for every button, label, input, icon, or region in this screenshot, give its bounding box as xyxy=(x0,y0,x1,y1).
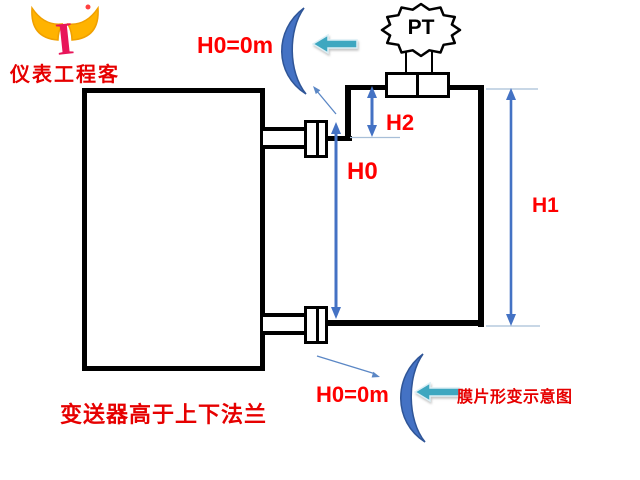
teal-arrow-top-icon xyxy=(312,33,358,55)
label-h0-equals-0m-top: H0=0m xyxy=(197,32,274,58)
label-h1: H1 xyxy=(532,194,559,217)
h0-dimension-arrow xyxy=(331,122,341,319)
pipe-bottom xyxy=(328,320,484,326)
upper-flange xyxy=(304,120,328,158)
pt-connector-left xyxy=(405,51,407,73)
pipe-right-vertical xyxy=(478,85,484,327)
h2-dimension-arrow xyxy=(367,86,377,137)
pointer-to-top-crescent xyxy=(313,86,337,115)
label-h2: H2 xyxy=(386,110,415,135)
teal-arrow-bottom-icon xyxy=(414,381,460,403)
upper-nozzle xyxy=(263,127,307,149)
logo-mark: I xyxy=(53,12,76,58)
note-diaphragm-deformation: 膜片形变示意图 xyxy=(457,387,573,406)
caption-transmitter-above-flanges: 变送器高于上下法兰 xyxy=(60,402,268,428)
label-h0-equals-0m-bottom: H0=0m xyxy=(316,382,389,407)
h1-dimension-arrow xyxy=(506,88,516,326)
pt-connector-right xyxy=(431,51,433,73)
pt-tag-label: PT xyxy=(407,16,435,39)
pipe-riser xyxy=(345,85,351,141)
label-h0: H0 xyxy=(347,158,378,185)
diaphragm-crescent-top-icon xyxy=(281,7,307,95)
diaphragm-crescent-bottom-icon xyxy=(400,353,426,443)
transmitter-body xyxy=(385,72,450,98)
brand-logo-icon: I xyxy=(31,4,99,58)
lower-nozzle xyxy=(263,313,307,335)
pointer-to-bottom-crescent xyxy=(316,355,380,378)
pipe-top-right xyxy=(448,85,484,90)
brand-text: 仪表工程客 xyxy=(10,62,120,86)
pipe-top-left xyxy=(345,85,387,90)
pipe-upper-link xyxy=(328,136,352,141)
tank-vessel xyxy=(82,88,265,371)
pt-instrument-bubble-icon xyxy=(380,2,462,58)
lower-flange xyxy=(304,306,328,344)
